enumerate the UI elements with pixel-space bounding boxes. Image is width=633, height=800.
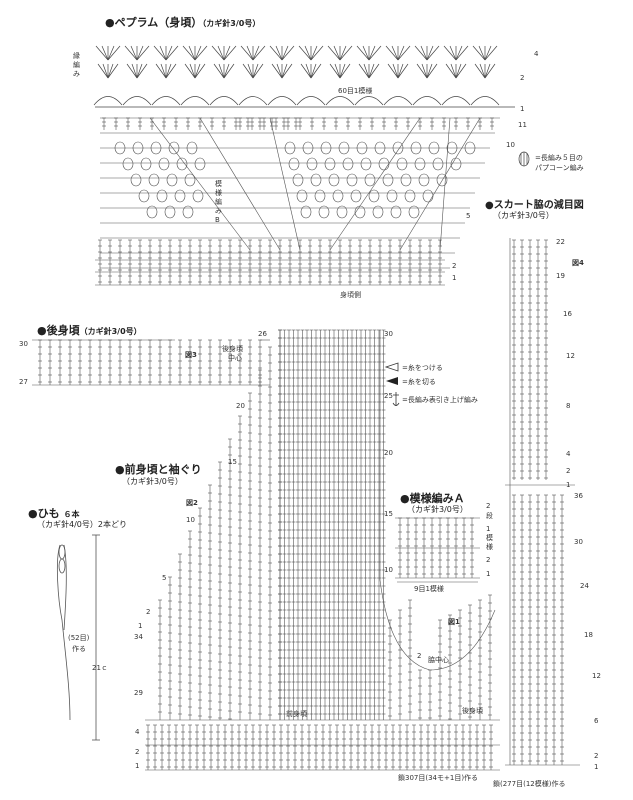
side-center-label: 脇中心 (428, 656, 449, 664)
skirt-hook: （カギ針3/0号） (493, 211, 554, 220)
front-bottom-label: 鎖307目(34モ+1目)作る (398, 774, 479, 782)
cord-hook: （カギ針4/0号）2本どり (37, 520, 127, 529)
back-center-1: 後身頃 (222, 345, 243, 353)
front-hook: （カギ針3/0号） (122, 477, 183, 486)
cord-length: 21ｃ (92, 664, 108, 672)
skirt-row-12: 12 (592, 672, 601, 680)
skirt-title: ●スカート脇の減目図 (485, 200, 584, 211)
skirt-row-36: 36 (574, 492, 583, 500)
front-row-right-30: 30 (384, 330, 393, 338)
front-row-left-1: 1 (138, 622, 143, 630)
skirt-row-16: 16 (563, 310, 572, 318)
front-label: 前身頃 (286, 710, 307, 718)
peplum-row-10: 10 (506, 141, 515, 149)
front-row-left-10: 10 (186, 516, 195, 524)
back-row-30: 30 (19, 340, 28, 348)
back-fig3: 図3 (185, 351, 197, 359)
skirt-row-2: 2 (594, 752, 599, 760)
front-fig1: 図1 (448, 618, 460, 626)
cord-chain-2: 作る (72, 645, 86, 653)
peplum-row-5: 5 (466, 212, 471, 220)
skirt-row-1: 1 (594, 763, 599, 771)
cut-yarn-icon (386, 377, 398, 385)
peplum-bottom-label: 身頃側 (340, 291, 361, 299)
skirt-row-8: 8 (566, 402, 571, 410)
skirt-row-12: 12 (566, 352, 575, 360)
front-fig2: 図2 (186, 499, 198, 507)
peplum-repeat: 60目1模様 (338, 87, 373, 95)
pattern-a-grid (395, 517, 480, 583)
front-row-right-25: 25 (384, 392, 393, 400)
back-label: 後身頃 (462, 707, 483, 715)
cord-drawing (57, 534, 100, 741)
skirt-fig4: 図4 (572, 259, 584, 267)
skirt-row-1: 1 (566, 481, 571, 489)
skirt-decrease-column (505, 238, 580, 766)
skirt-row-30: 30 (574, 538, 583, 546)
cord-chain-1: (52目) (68, 634, 90, 642)
popcorn-legend-2: パプコーン編み (535, 164, 584, 172)
legend-cut: =糸を切る (402, 378, 436, 386)
front-row-left-5: 5 (162, 574, 167, 582)
front-row-left-2: 2 (146, 608, 151, 616)
peplum-row-1b: 1 (452, 274, 457, 282)
skirt-row-19: 19 (556, 272, 565, 280)
pattern-a-row1-unit: 模様 (486, 534, 493, 551)
cord-title: ●ひも ６本 (28, 507, 80, 520)
front-row-right-20: 20 (384, 449, 393, 457)
pattern-a-repeat: 9目1模様 (414, 585, 444, 593)
peplum-row-2b: 2 (452, 262, 457, 270)
peplum-row-1: 1 (520, 105, 525, 113)
skirt-row-18: 18 (584, 631, 593, 639)
peplum-body-grid (95, 117, 500, 286)
peplum-row-2: 2 (520, 74, 525, 82)
post-stitch-icon (392, 392, 400, 406)
front-row-2-side: 2 (417, 652, 422, 660)
pattern-a-row-1: 1 (486, 570, 491, 578)
front-row-left-20: 20 (236, 402, 245, 410)
front-row-left-34: 34 (134, 633, 143, 641)
front-row-left-2: 2 (135, 748, 140, 756)
front-row-right-10: 10 (384, 566, 393, 574)
front-row-left-29: 29 (134, 689, 143, 697)
front-row-left-26: 26 (258, 330, 267, 338)
skirt-row-22: 22 (556, 238, 565, 246)
popcorn-stitch-icon (518, 151, 530, 167)
attach-yarn-icon (384, 362, 399, 372)
front-title: ●前身頃と袖ぐり (115, 463, 202, 476)
legend-post: =長編み表引き上げ編み (402, 396, 478, 404)
front-row-left-15: 15 (228, 458, 237, 466)
back-title: ●後身頃（カギ針3/0号） (37, 324, 142, 337)
legend-attach: =糸をつける (402, 364, 443, 372)
pattern-a-row1-count: 1 (486, 525, 491, 533)
back-row-27: 27 (19, 378, 28, 386)
pattern-a-hook: （カギ針3/0号） (407, 505, 468, 514)
front-row-left-1: 1 (135, 762, 140, 770)
peplum-title: ●ペプラム（身頃）（カギ針3/0号） (105, 16, 261, 29)
skirt-row-6: 6 (594, 717, 599, 725)
peplum-row-4: 4 (534, 50, 539, 58)
front-row-left-4: 4 (135, 728, 140, 736)
edge-label: 縁編み (73, 52, 80, 78)
back-center-2: 中心 (228, 354, 242, 362)
pattern-a-row2-count: 2 (486, 502, 491, 510)
back-bodice-grid (32, 339, 270, 386)
skirt-row-24: 24 (580, 582, 589, 590)
pattern-a-row-2: 2 (486, 556, 491, 564)
skirt-row-4: 4 (566, 450, 571, 458)
front-bodice-grid (145, 329, 500, 771)
peplum-edge-fans (93, 45, 515, 108)
skirt-row-2: 2 (566, 467, 571, 475)
skirt-bottom-label: 鎖(277目(12模様)作る (493, 780, 566, 788)
pattern-a-row2-unit: 段 (486, 512, 493, 520)
peplum-row-11: 11 (518, 121, 527, 129)
front-row-right-15: 15 (384, 510, 393, 518)
popcorn-legend-1: =長編み５目の (535, 154, 583, 162)
pattern-a-title: ●模様編みＡ (400, 492, 465, 505)
